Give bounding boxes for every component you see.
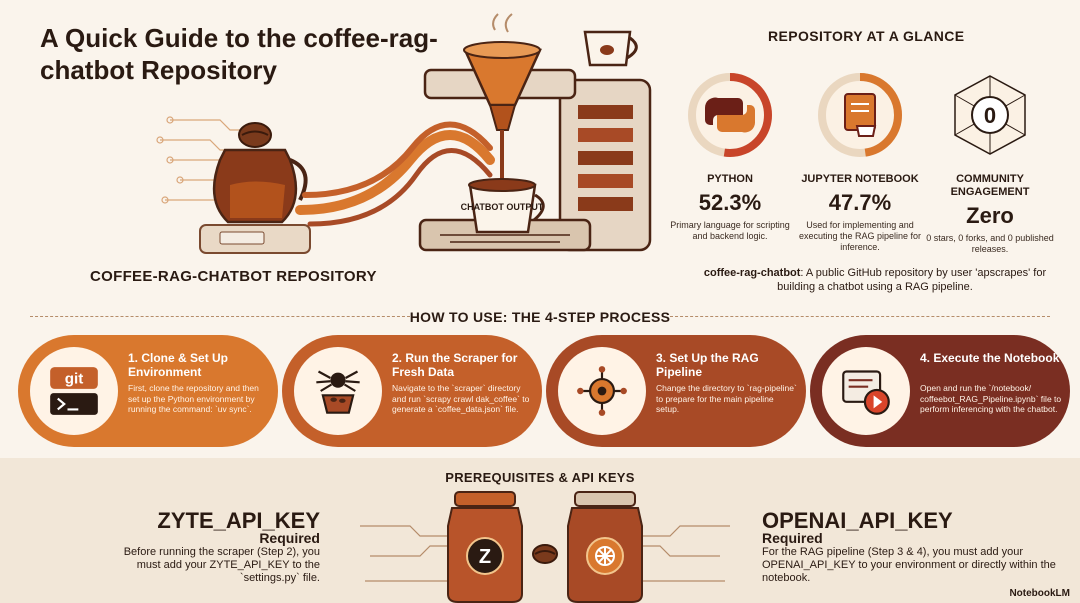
prereq-section [0, 458, 1080, 603]
zyte-desc: Before running the scraper (Step 2), you… [123, 546, 320, 584]
chatbot-cup-label-line: CHATBOT OUTPUT [461, 202, 544, 212]
python-icon [688, 73, 772, 157]
step-icon-circle [822, 347, 910, 435]
openai-required: Required [762, 530, 823, 546]
stat-value: Zero [966, 203, 1014, 228]
how-title: HOW TO USE: THE 4-STEP PROCESS [409, 309, 671, 325]
repo-label: COFFEE-RAG-CHATBOT REPOSITORY [90, 268, 377, 285]
step-2-card: 2. Run the Scraper for Fresh Data Naviga… [282, 335, 542, 447]
step-desc: Change the directory to `rag-pipeline` t… [656, 383, 797, 414]
step-title: 1. Clone & Set Up Environment [128, 351, 229, 379]
step-desc: Open and run the `/notebook/ coffeebot_R… [920, 383, 1062, 414]
spider-basket-icon [316, 370, 360, 414]
page-title: A Quick Guide to the coffee-rag-chatbot … [40, 23, 438, 85]
data-flow-ribbon [295, 121, 495, 227]
step-title: 2. Run the Scraper for Fresh Data [392, 351, 518, 379]
stat-python: PYTHON 52.3% Primary language for script… [665, 70, 795, 242]
zyte-jar-icon: Z [447, 491, 523, 603]
openai-desc: For the RAG pipeline (Step 3 & 4), you m… [762, 546, 1056, 584]
openai-jar-icon [567, 491, 643, 603]
stat-jupyter: JUPYTER NOTEBOOK 47.7% Used for implemen… [795, 70, 925, 253]
zyte-required: Required [259, 530, 320, 546]
coffee-machine-illustration: CHATBOT OUTPUT [156, 13, 652, 254]
step-1-card: git 1. Clone & Set Up Environment First,… [18, 335, 278, 447]
stat-desc: Primary language for scripting and backe… [670, 220, 790, 241]
jupyter-notebook-icon [818, 73, 902, 157]
step-title: 3. Set Up the RAG Pipeline [656, 351, 759, 379]
brand-watermark: NotebookLM [1009, 588, 1070, 599]
step-title: 4. Execute the Notebook [920, 351, 1060, 365]
stat-value: 47.7% [828, 190, 892, 215]
coffee-bean-icon [238, 122, 272, 148]
step-icon-circle: git [30, 347, 118, 435]
notebook-play-icon [842, 370, 890, 415]
svg-text:git: git [65, 370, 84, 387]
community-zero-text: 0 [984, 103, 996, 128]
step-desc: Navigate to the `scraper` directory and … [392, 383, 530, 414]
step-3-card: 3. Set Up the RAG Pipeline Change the di… [546, 335, 806, 447]
step-desc: First, clone the repository and then set… [128, 383, 259, 414]
glance-title: REPOSITORY AT A GLANCE [768, 28, 965, 44]
step-icon-circle [294, 347, 382, 435]
community-network-icon: 0 [954, 75, 1026, 155]
stat-desc: Used for implementing and executing the … [798, 220, 922, 252]
stat-label: COMMUNITY ENGAGEMENT [950, 173, 1030, 198]
divider [30, 316, 410, 317]
stat-value: 52.3% [698, 190, 762, 215]
repo-name: coffee-rag-chatbot [703, 267, 801, 279]
zyte-key-name: ZYTE_API_KEY [157, 508, 320, 533]
step-4-card: 4. Execute the Notebook Open and run the… [810, 335, 1070, 447]
openai-key-name: OPENAI_API_KEY [762, 508, 953, 533]
coffee-bean-icon [532, 544, 558, 564]
divider [670, 316, 1050, 317]
git-terminal-icon: git [50, 367, 98, 415]
pipeline-gear-icon [577, 366, 627, 416]
stat-community: 0 COMMUNITY ENGAGEMENT Zero 0 stars, 0 f… [925, 70, 1055, 255]
prereq-title: PREREQUISITES & API KEYS [445, 470, 635, 485]
step-icon-circle [558, 347, 646, 435]
api-key-jars: Z [360, 491, 730, 603]
repo-description-text: : A public GitHub repository by user 'ap… [777, 267, 1047, 293]
stat-desc: 0 stars, 0 forks, and 0 published releas… [926, 233, 1054, 254]
circuit-lines [360, 525, 730, 582]
repo-description: coffee-rag-chatbot: A public GitHub repo… [690, 266, 1060, 294]
stat-label: PYTHON [707, 173, 753, 185]
svg-text:Z: Z [479, 546, 491, 568]
stat-label: JUPYTER NOTEBOOK [801, 173, 919, 185]
